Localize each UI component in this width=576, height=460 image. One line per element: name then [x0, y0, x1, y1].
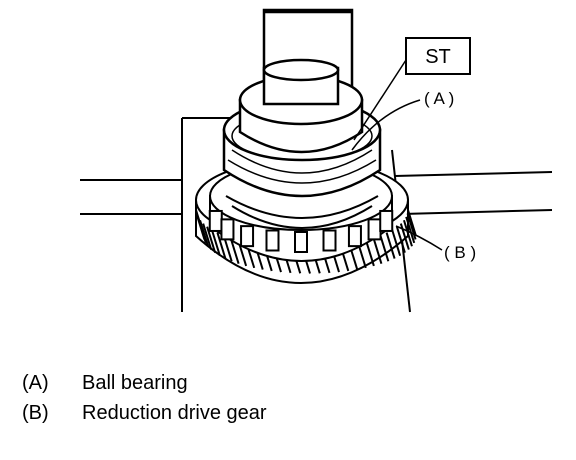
gear-removal-diagram: ST ( A ) ( B ) — [80, 8, 553, 313]
spacer-ring — [225, 195, 379, 229]
bearing-inner-race — [238, 58, 364, 154]
callout-b: ( B ) — [395, 225, 476, 262]
legend: (A) Ball bearing (B) Reduction drive gea… — [22, 368, 267, 428]
legend-text: Reduction drive gear — [82, 402, 267, 424]
legend-item: (B) Reduction drive gear — [22, 398, 267, 428]
callout-b-label: ( B ) — [444, 243, 476, 262]
legend-key: (B) — [22, 402, 49, 424]
st-label-box: ST — [353, 37, 471, 141]
callout-a: ( A ) — [351, 89, 454, 151]
legend-text: Ball bearing — [82, 372, 188, 394]
gear-teeth — [195, 209, 417, 274]
st-label: ST — [425, 46, 451, 68]
spline-teeth — [208, 209, 394, 253]
legend-item: (A) Ball bearing — [22, 368, 267, 398]
legend-key: (A) — [22, 372, 49, 394]
callout-a-label: ( A ) — [424, 89, 454, 108]
